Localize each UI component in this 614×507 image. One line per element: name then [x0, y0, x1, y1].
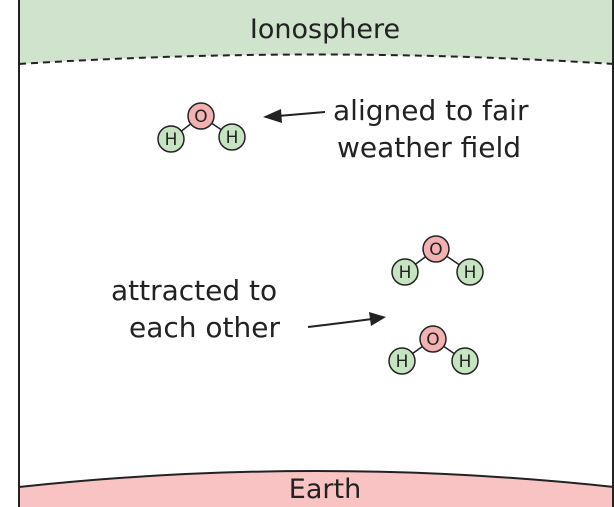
hydrogen-atom: [451, 347, 479, 375]
hydrogen-atom-label: H: [459, 352, 472, 372]
earth-label: Earth: [289, 474, 361, 505]
attracted-annotation-line2: each other: [129, 311, 281, 344]
aligned-arrow-shaft: [277, 111, 326, 117]
oxygen-atom-label: O: [429, 240, 442, 260]
attracted-arrow-shaft: [307, 318, 373, 328]
water-molecule-attracted-upper: H H O: [391, 235, 484, 286]
water-molecule-attracted-lower: H H O: [388, 325, 479, 375]
hydrogen-atom: [218, 123, 246, 151]
oxygen-atom: [419, 325, 447, 353]
hydrogen-atom-label: H: [399, 263, 412, 283]
hydrogen-atom-label: H: [165, 130, 178, 150]
aligned-annotation-line1: aligned to fair: [333, 94, 529, 127]
hydrogen-atom-label: H: [396, 352, 409, 372]
oxygen-atom-label: O: [426, 330, 439, 350]
attracted-annotation-line1: attracted to: [111, 274, 277, 307]
earth-band: [19, 471, 614, 507]
hydrogen-atom: [456, 258, 484, 286]
aligned-arrow-head: [263, 109, 282, 123]
earth-surface: [18, 470, 614, 488]
water-molecule-aligned: H H O: [157, 102, 246, 153]
ionosphere-label: Ionosphere: [250, 14, 400, 45]
oxygen-atom: [187, 102, 215, 130]
attracted-arrow-head: [369, 312, 386, 326]
aligned-annotation-line2: weather field: [337, 131, 521, 164]
hydrogen-atom-label: H: [226, 128, 239, 148]
hydrogen-atom: [157, 125, 185, 153]
ionosphere-band: [19, 0, 614, 64]
oxygen-atom-label: O: [194, 107, 207, 127]
hydrogen-atom: [388, 347, 416, 375]
hydrogen-atom: [391, 258, 419, 286]
hydrogen-atom-label: H: [464, 263, 477, 283]
oxygen-atom: [422, 235, 450, 263]
